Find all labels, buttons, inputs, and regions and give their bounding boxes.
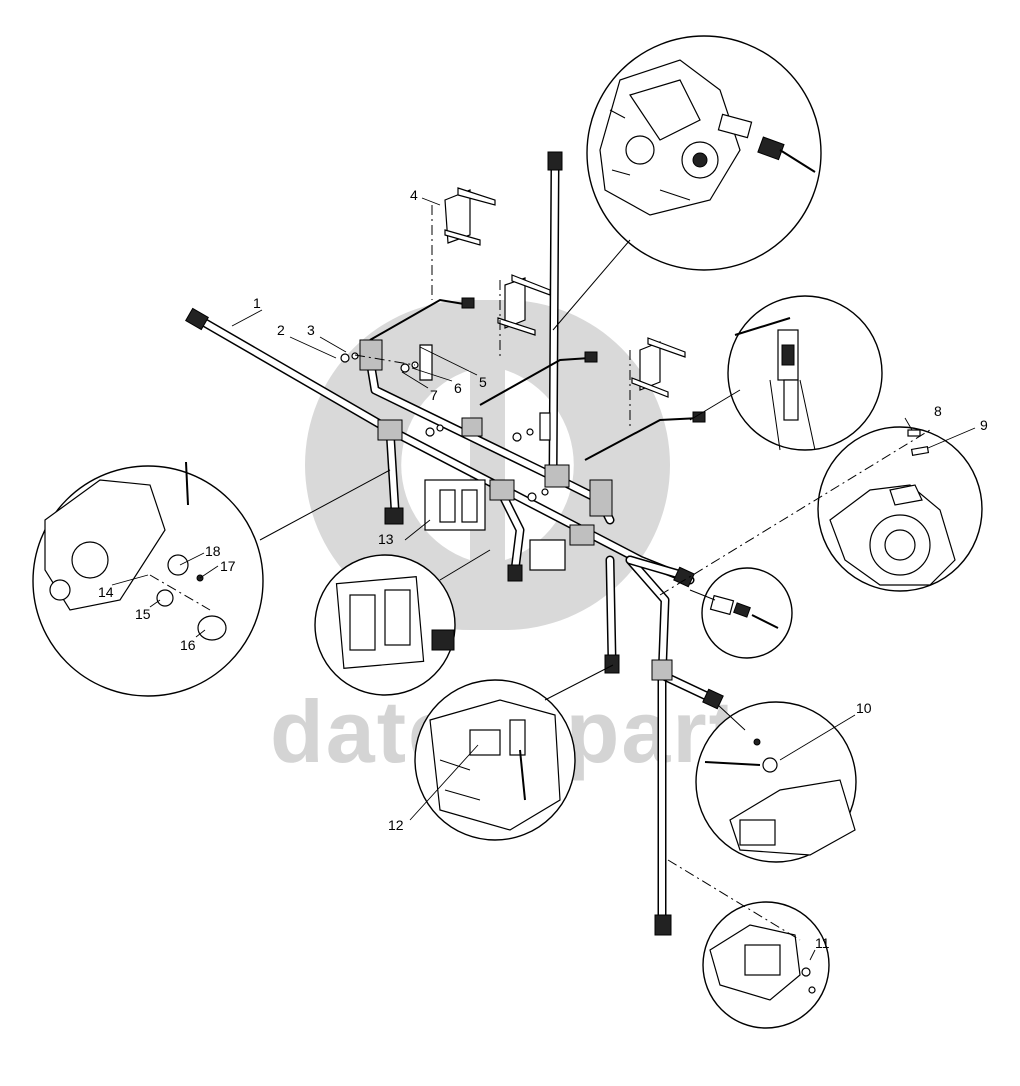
detail-leader-lines — [259, 239, 746, 731]
callout-16: 16 — [180, 637, 196, 653]
detail-circle-injection-pump — [586, 35, 822, 271]
callout-2: 2 — [277, 322, 285, 338]
detail-circle-connector — [701, 567, 793, 659]
callout-11: 11 — [815, 935, 830, 951]
detail-circle-sensor — [727, 295, 883, 451]
callout-15: 15 — [135, 606, 151, 622]
harness-connectors — [185, 151, 724, 936]
watermark-logo-bar — [470, 300, 505, 630]
callout-1: 1 — [253, 295, 261, 311]
callout-10: 10 — [856, 700, 872, 716]
callout-5: 5 — [479, 374, 487, 390]
callout-13: 13 — [378, 531, 394, 547]
callout-labels: 1 2 3 4 5 6 7 8 9 10 11 12 13 14 15 16 1… — [98, 187, 988, 951]
callout-18: 18 — [205, 543, 221, 559]
callout-14: 14 — [98, 584, 114, 600]
detail-circle-engine-block — [695, 701, 857, 863]
detail-circle-gearbox-sensor — [32, 461, 264, 697]
detail-circle-ecu — [314, 554, 456, 696]
callout-12: 12 — [388, 817, 404, 833]
callout-leaders — [111, 197, 976, 961]
callout-17: 17 — [220, 558, 236, 574]
callout-8: 8 — [934, 403, 942, 419]
dashed-guides — [149, 205, 931, 941]
brackets — [340, 187, 686, 502]
callout-3: 3 — [307, 322, 315, 338]
callout-9: 9 — [980, 417, 988, 433]
detail-circle-transmission — [702, 901, 830, 1029]
watermark-logo-left — [305, 300, 470, 630]
detail-circle-flywheel-housing — [817, 426, 983, 592]
callout-7: 7 — [430, 387, 438, 403]
callout-6: 6 — [454, 380, 462, 396]
detail-circle-frame-mount — [414, 679, 576, 841]
callout-4: 4 — [410, 187, 418, 203]
